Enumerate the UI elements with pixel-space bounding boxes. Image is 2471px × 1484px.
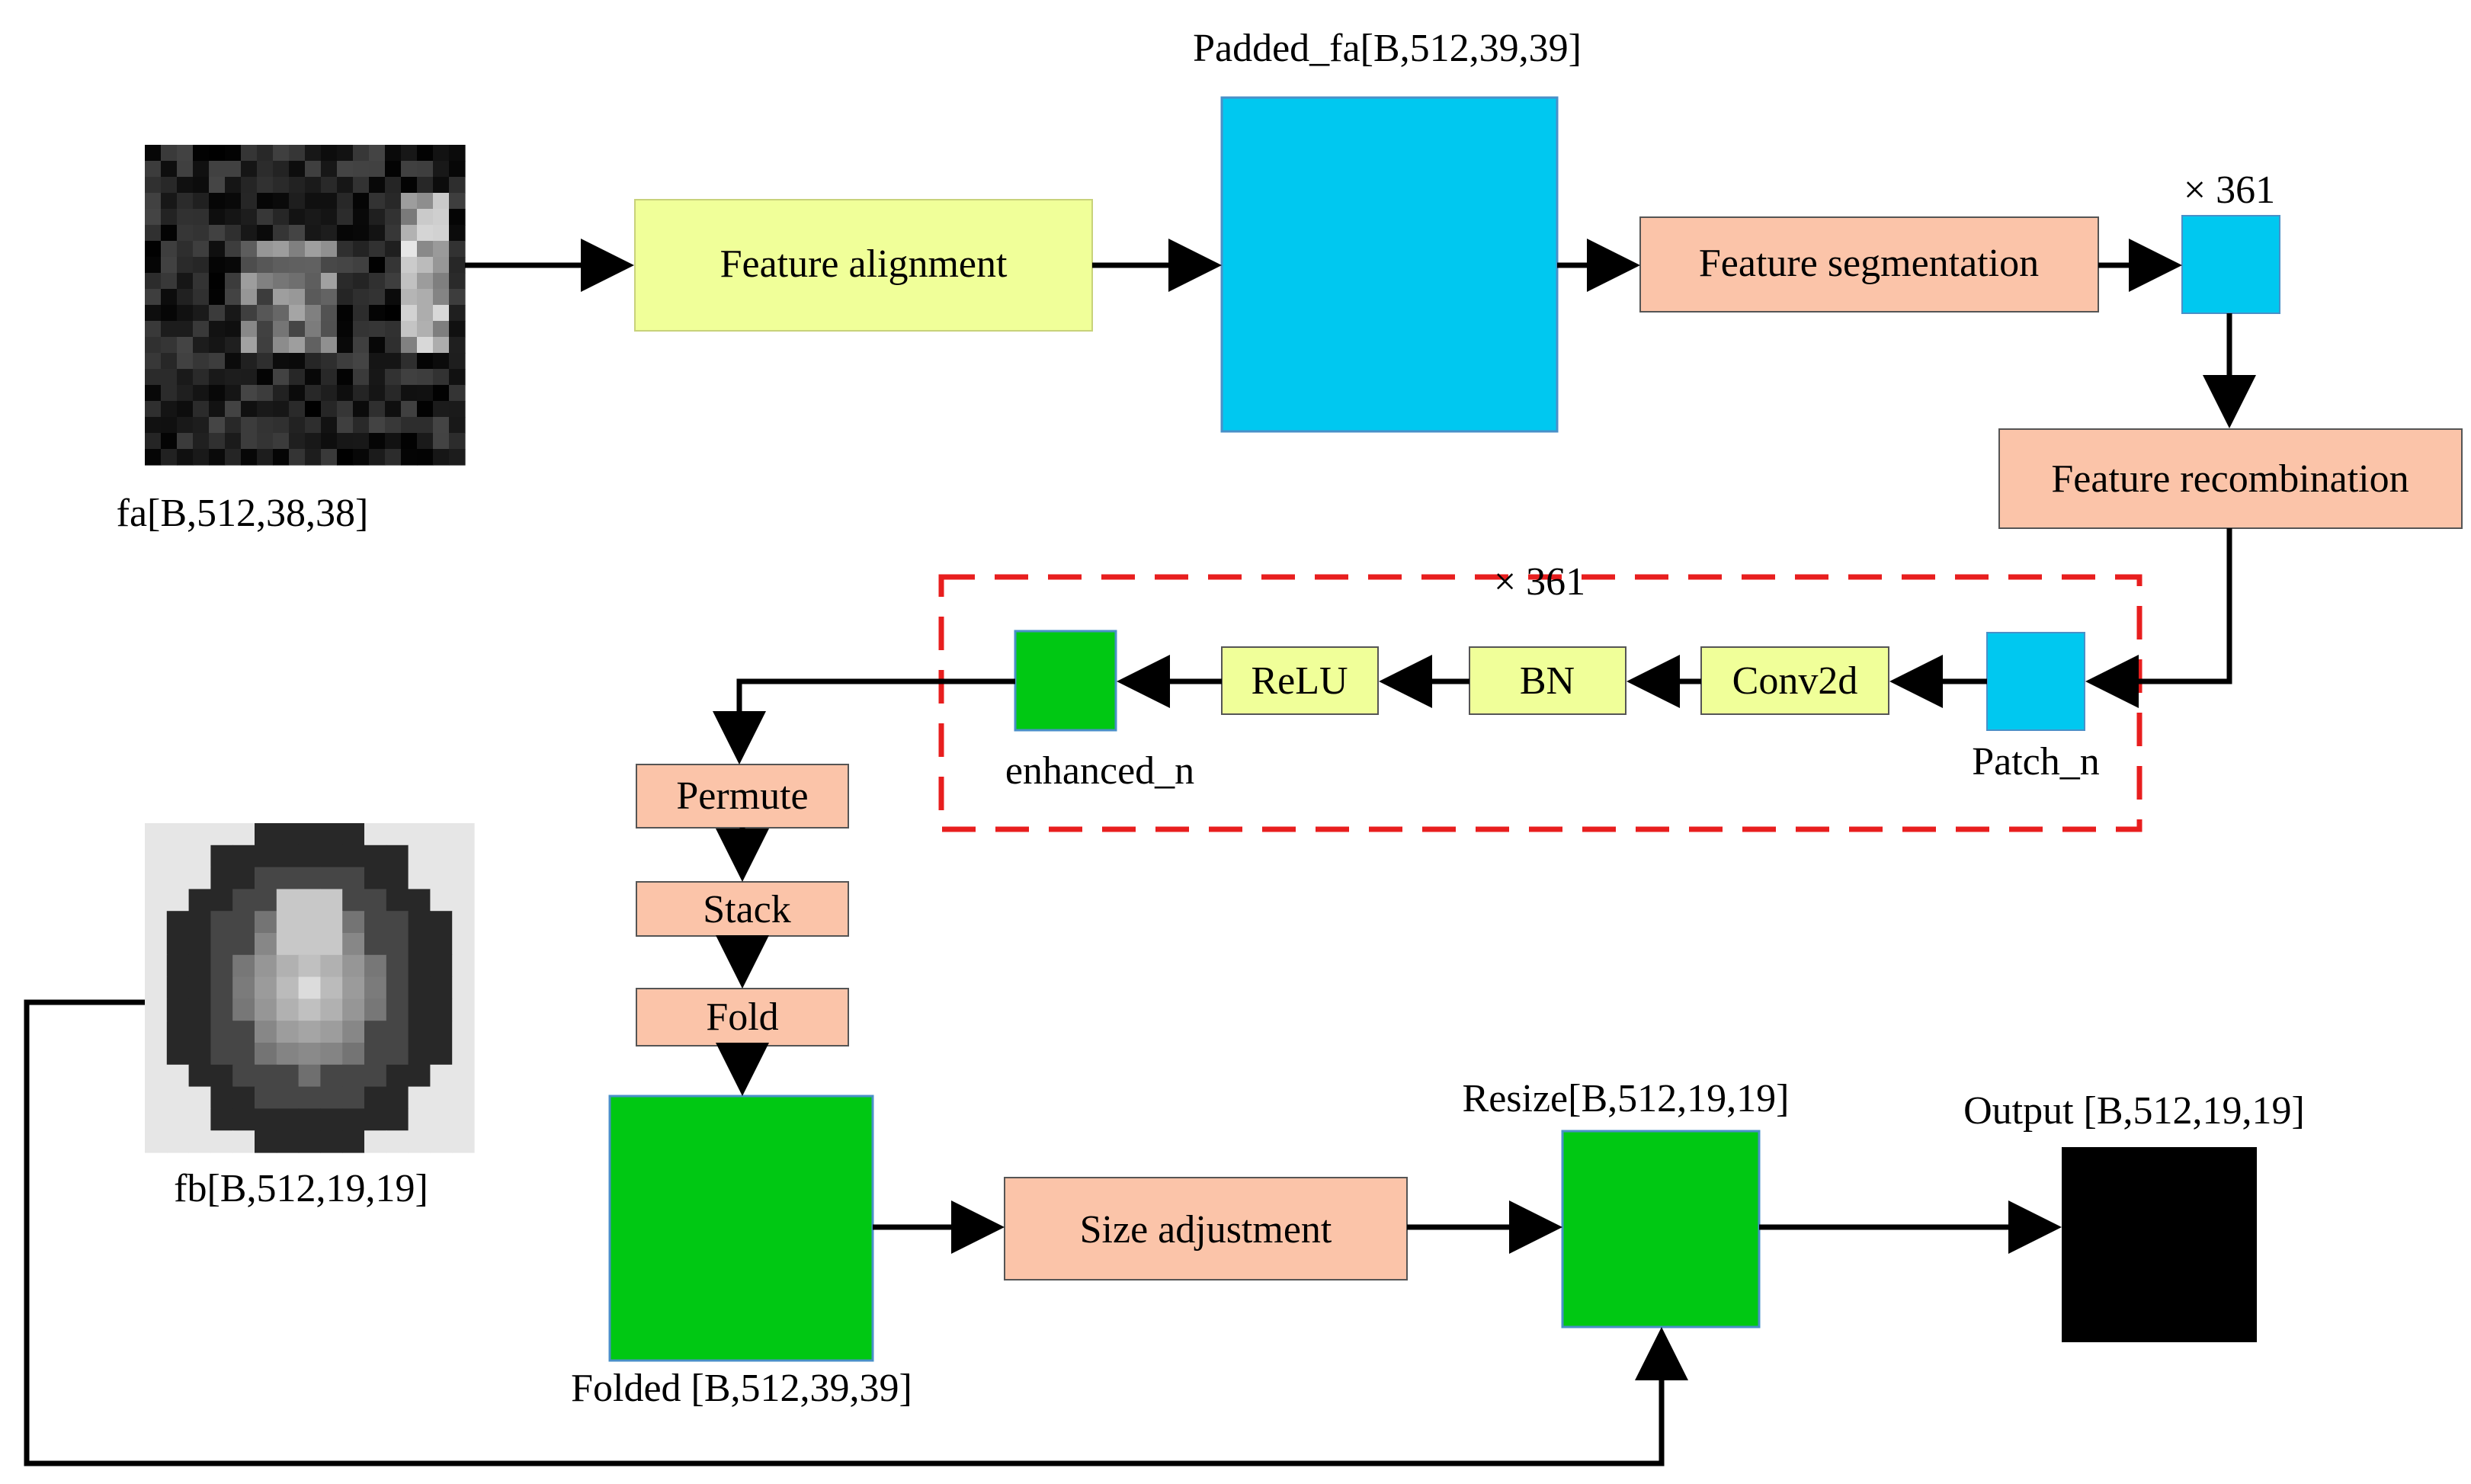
repeat-loop-dashed-region [938,574,2142,832]
arrow-enhanced-to-permute [713,678,1015,764]
feature-recombination-label: Feature recombination [2051,457,2409,501]
folded-label: Folded [B,512,39,39] [571,1367,912,1410]
arrow-fb-to-resize [24,999,1688,1466]
feature-recombination-box [1998,428,2463,529]
bn-label: BN [1520,659,1575,703]
fold-label: Fold [706,995,778,1039]
bn-box [1469,646,1627,715]
permute-box [636,764,849,829]
fold-box [636,988,849,1046]
relu-box [1221,646,1379,715]
size-adjustment-box [1004,1177,1408,1280]
fb-feature-map-image [145,823,475,1153]
padded-fa-block [1220,96,1559,433]
size-adjustment-label: Size adjustment [1080,1208,1332,1252]
feature-segmentation-box [1639,216,2099,313]
patch-n-block [1986,632,2085,731]
arrow-recombination-to-patch-n [2085,528,2232,708]
segmented-patch-block [2181,215,2280,314]
fa-feature-map-image [145,145,466,466]
fb-label: fb[B,512,19,19] [174,1167,428,1210]
patch-n-label: Patch_n [1972,740,2100,784]
conv2d-box [1700,646,1889,715]
stack-box [636,881,849,937]
feature-alignment-label: Feature alignment [720,242,1008,286]
feature-segmentation-label: Feature segmentation [1699,242,2039,285]
output-block [2062,1147,2257,1342]
fa-label: fa[B,512,38,38] [117,492,369,535]
relu-label: ReLU [1251,659,1348,703]
enhanced-n-block [1014,630,1117,732]
connectors [24,239,2256,1466]
permute-label: Permute [676,774,808,818]
output-label: Output [B,512,19,19] [1963,1089,2305,1133]
times-361-loop-label: × 361 [1494,560,1585,604]
times-361-top-label: × 361 [2184,168,2275,212]
resize-label: Resize[B,512,19,19] [1463,1077,1790,1120]
enhanced-n-label: enhanced_n [1005,749,1194,793]
stack-label: Stack [703,888,791,931]
padded-fa-label: Padded_fa[B,512,39,39] [1193,27,1582,70]
resize-block [1561,1130,1761,1329]
feature-alignment-box [634,199,1093,332]
folded-block [608,1095,874,1362]
conv2d-label: Conv2d [1732,659,1858,703]
